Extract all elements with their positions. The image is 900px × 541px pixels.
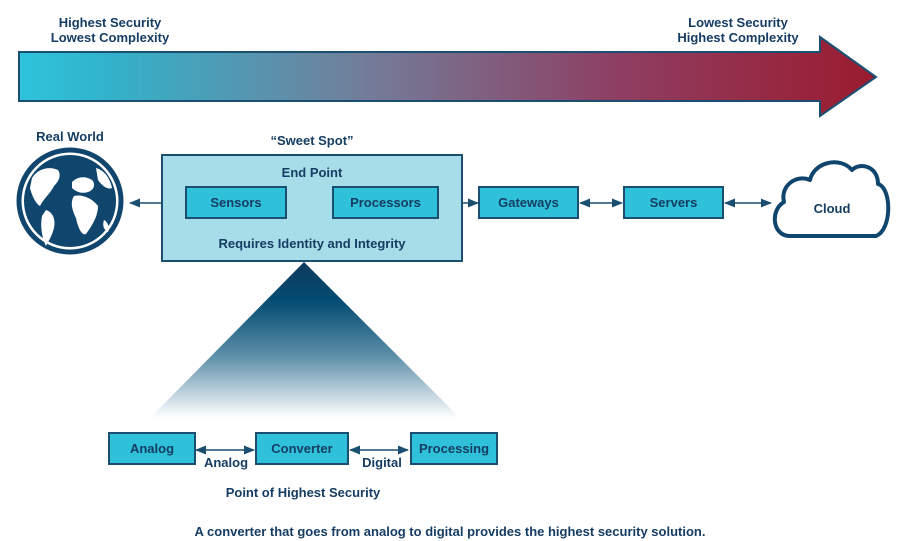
real-world-label: Real World — [36, 129, 104, 144]
endpoint-title: End Point — [281, 165, 343, 180]
scale-left-label: Highest Security Lowest Complexity — [40, 15, 180, 45]
analog-link-label: Analog — [203, 455, 249, 470]
globe-icon — [16, 147, 124, 255]
endpoint-requirement: Requires Identity and Integrity — [218, 236, 406, 251]
gateways-box: Gateways — [478, 186, 579, 219]
sensors-box: Sensors — [185, 186, 287, 219]
analog-box: Analog — [108, 432, 196, 465]
cloud-icon — [773, 160, 891, 238]
processors-box: Processors — [332, 186, 439, 219]
scale-right-label: Lowest Security Highest Complexity — [668, 15, 808, 45]
scale-left-line2: Lowest Complexity — [50, 30, 170, 45]
highest-security-caption: Point of Highest Security — [225, 485, 381, 500]
footer-caption: A converter that goes from analog to dig… — [194, 524, 706, 539]
processing-box: Processing — [410, 432, 498, 465]
scale-right-line1: Lowest Security — [688, 15, 788, 30]
scale-left-line1: Highest Security — [58, 15, 162, 30]
scale-right-line2: Highest Complexity — [677, 30, 799, 45]
converter-box: Converter — [255, 432, 349, 465]
cloud-label: Cloud — [813, 201, 851, 216]
servers-box: Servers — [623, 186, 724, 219]
security-complexity-arrow — [18, 35, 878, 118]
digital-link-label: Digital — [362, 455, 402, 470]
zoom-beam — [150, 262, 460, 418]
sweet-spot-label: “Sweet Spot” — [270, 133, 354, 148]
